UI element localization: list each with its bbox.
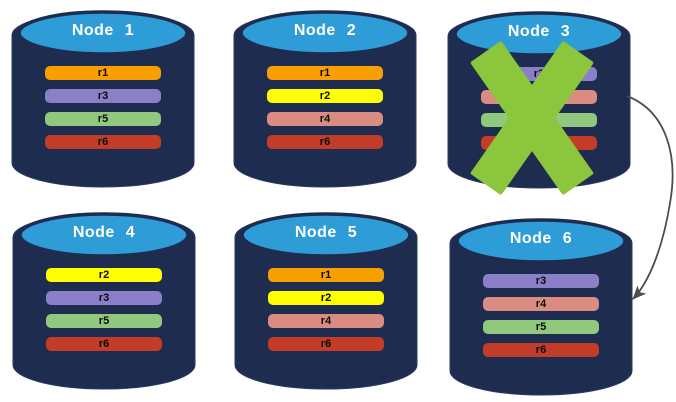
replica-list: r2 r3 r5 r6 [46, 268, 162, 360]
replica-bar: r3 [45, 89, 161, 103]
replica-label: r3 [98, 292, 110, 304]
replica-label: r6 [97, 136, 109, 148]
replica-list: r1 r2 r4 r6 [268, 268, 384, 360]
replica-label: r3 [535, 275, 547, 287]
replica-label: r4 [535, 298, 547, 310]
node-label: Node 2 [293, 22, 357, 39]
replica-list: r1 r2 r4 r6 [267, 66, 383, 158]
replica-bar: r2 [46, 268, 162, 282]
cylinder-top [240, 212, 412, 258]
node-label: Node 3 [507, 23, 571, 40]
node-2: Node 2 r1 r2 r4 r6 [232, 7, 418, 193]
cylinder-top [239, 10, 411, 56]
cylinder-top [17, 10, 189, 56]
replica-bar: r2 [267, 89, 383, 103]
replica-label: r5 [533, 114, 545, 126]
node-label: Node 5 [294, 224, 358, 241]
replica-bar: r4 [267, 112, 383, 126]
node-4: Node 4 r2 r3 r5 r6 [11, 209, 197, 395]
replica-label: r2 [320, 292, 332, 304]
replica-list: r3 r4 r5 r6 [483, 274, 599, 366]
replica-bar: r3 [483, 274, 599, 288]
replica-bar: r6 [267, 135, 383, 149]
replica-bar: r4 [483, 297, 599, 311]
replica-bar: r6 [45, 135, 161, 149]
replica-label: r4 [533, 91, 545, 103]
replica-label: r5 [98, 315, 110, 327]
replica-label: r3 [533, 68, 545, 80]
replica-label: r6 [319, 136, 331, 148]
node-label: Node 4 [72, 224, 136, 241]
replica-label: r2 [319, 90, 331, 102]
node-label: Node 1 [71, 22, 135, 39]
replica-bar: r4 [268, 314, 384, 328]
node-3: Node 3 r3 r4 r5 r6 [446, 8, 632, 196]
replica-bar: r4 [481, 90, 597, 104]
node-label: Node 6 [509, 230, 573, 247]
replica-bar: r6 [46, 337, 162, 351]
replica-label: r4 [320, 315, 332, 327]
replica-label: r5 [97, 113, 109, 125]
replica-label: r6 [98, 338, 110, 350]
replica-label: r1 [320, 269, 332, 281]
replica-bar: r6 [483, 343, 599, 357]
replica-list: r1 r3 r5 r6 [45, 66, 161, 158]
replica-bar: r5 [481, 113, 597, 127]
node-1: Node 1 r1 r3 r5 r6 [10, 7, 196, 193]
replica-bar: r5 [46, 314, 162, 328]
node-5: Node 5 r1 r2 r4 r6 [233, 209, 419, 395]
replica-label: r1 [97, 67, 109, 79]
replica-bar: r1 [268, 268, 384, 282]
replica-bar: r5 [45, 112, 161, 126]
replica-label: r6 [533, 137, 545, 149]
replica-bar: r1 [45, 66, 161, 80]
replica-label: r1 [319, 67, 331, 79]
replica-label: r6 [535, 344, 547, 356]
replica-label: r3 [97, 90, 109, 102]
replica-bar: r3 [46, 291, 162, 305]
node-6: Node 6 r3 r4 r5 r6 [448, 215, 634, 401]
replica-bar: r6 [481, 136, 597, 150]
replica-bar: r5 [483, 320, 599, 334]
replica-label: r5 [535, 321, 547, 333]
replica-bar: r1 [267, 66, 383, 80]
cylinder-top [455, 218, 627, 264]
replica-bar: r2 [268, 291, 384, 305]
replica-label: r4 [319, 113, 331, 125]
replica-label: r6 [320, 338, 332, 350]
replica-list: r3 r4 r5 r6 [481, 67, 597, 159]
cylinder-top [18, 212, 190, 258]
replica-bar: r6 [268, 337, 384, 351]
replica-label: r2 [98, 269, 110, 281]
replica-bar: r3 [481, 67, 597, 81]
